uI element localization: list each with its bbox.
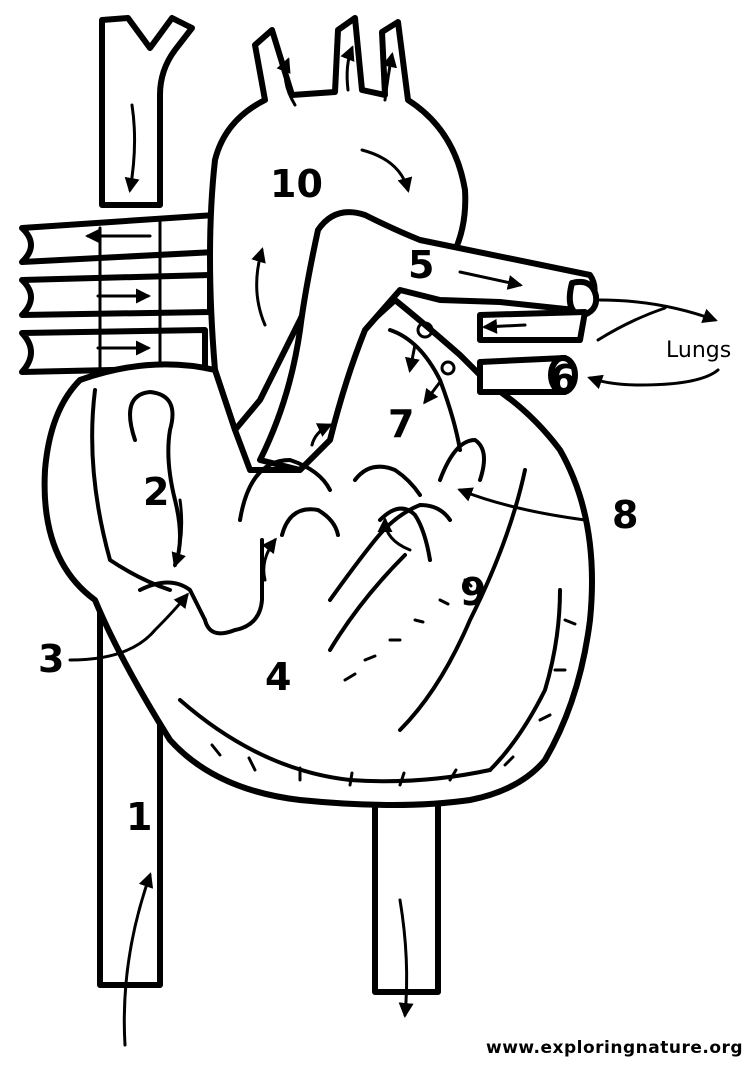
lungs-label: Lungs	[666, 338, 731, 363]
label-number-6: 6	[550, 357, 576, 401]
label-number-7: 7	[388, 402, 414, 446]
label-number-5: 5	[408, 243, 434, 287]
watermark: www.exploringnature.org	[486, 1038, 743, 1058]
label-number-2: 2	[143, 470, 169, 514]
label-number-3: 3	[38, 637, 64, 681]
label-number-4: 4	[265, 655, 291, 699]
label-number-9: 9	[460, 570, 486, 614]
superior-vena-cava	[102, 18, 192, 205]
label-number-8: 8	[612, 493, 638, 537]
label-number-1: 1	[126, 795, 152, 839]
label-number-10: 10	[270, 162, 323, 206]
